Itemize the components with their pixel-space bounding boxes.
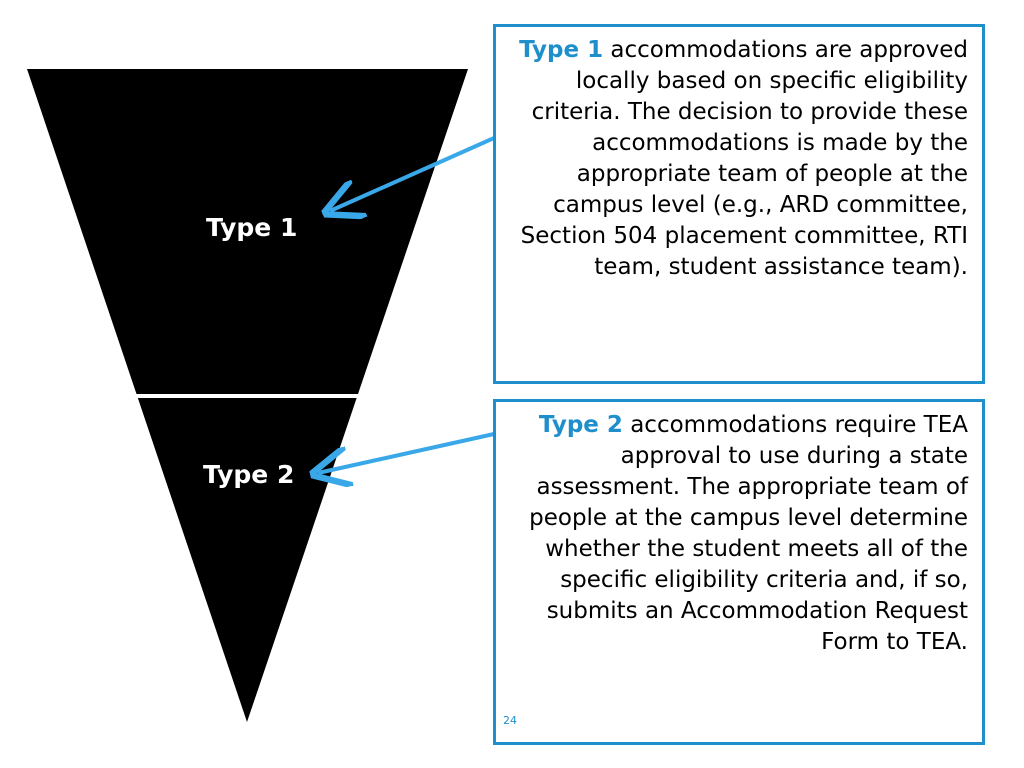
arrow-to-type-2 <box>318 432 495 473</box>
callout-type-2-highlight: Type 2 <box>538 412 623 438</box>
pyramid-tier-1-label: Type 1 <box>206 213 298 242</box>
callout-type-2: Type 2 accommodations require TEA approv… <box>493 399 985 745</box>
pyramid-tier-2-label: Type 2 <box>203 460 295 489</box>
slide-number: 24 <box>503 714 517 727</box>
callout-type-1-highlight: Type 1 <box>519 37 604 63</box>
callout-type-1-text: accommodations are approved locally base… <box>520 37 968 280</box>
callout-type-2-text: accommodations require TEA approval to u… <box>529 412 968 655</box>
arrow-to-type-1 <box>330 136 495 211</box>
callout-type-1: Type 1 accommodations are approved local… <box>493 24 985 384</box>
